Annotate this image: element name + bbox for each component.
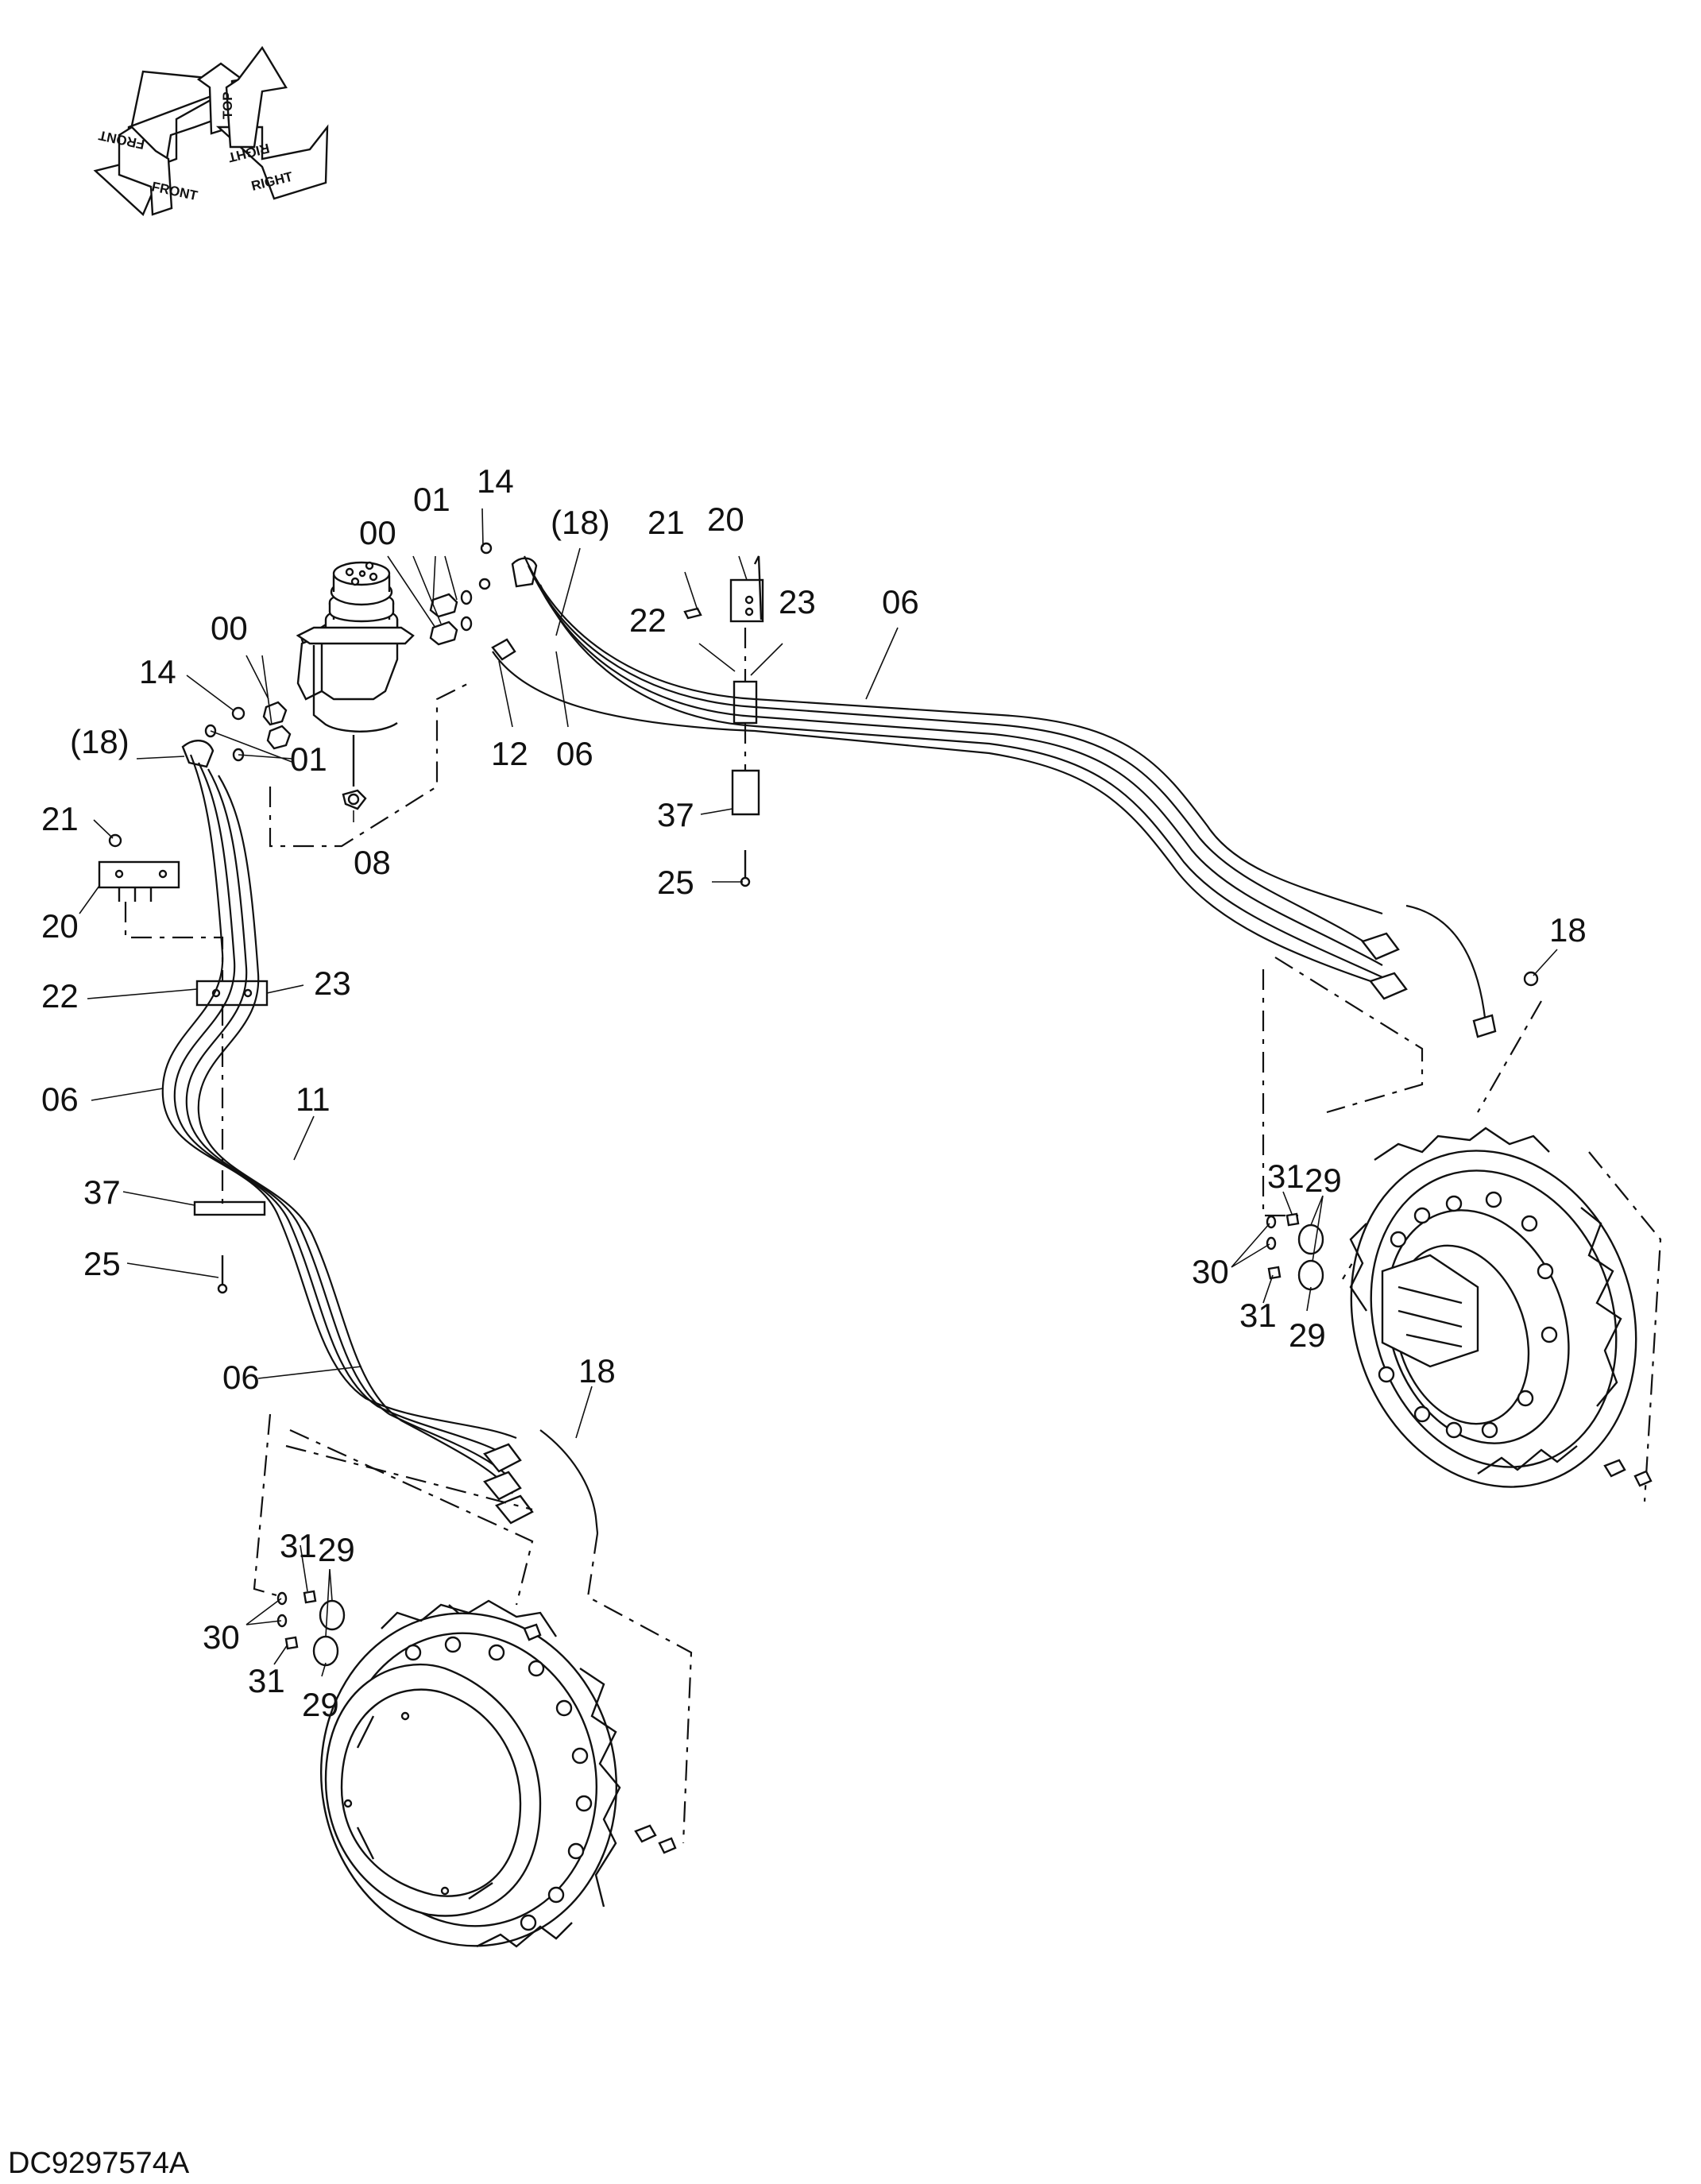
callout-30: 30 — [203, 1618, 240, 1656]
callout-18-ref: (18) — [551, 504, 610, 541]
callout-18-ref: (18) — [70, 723, 130, 760]
callout-25: 25 — [83, 1245, 121, 1282]
callout-labels: 00 01 14 (18) 21 20 23 22 06 12 06 37 25… — [41, 462, 1587, 1723]
callout-29: 29 — [1289, 1316, 1326, 1354]
callout-25: 25 — [657, 864, 694, 901]
callout-29: 29 — [318, 1531, 355, 1568]
callout-20: 20 — [41, 907, 79, 945]
right-hose-ends — [1361, 932, 1539, 1038]
fittings-upper — [429, 542, 538, 661]
callout-14: 14 — [477, 462, 514, 500]
right-travel-motor — [1266, 1127, 1653, 1488]
callout-18: 18 — [578, 1352, 616, 1390]
callout-00: 00 — [359, 514, 396, 551]
callout-06: 06 — [882, 583, 919, 620]
callout-01: 01 — [290, 740, 327, 778]
callout-06: 06 — [556, 735, 593, 772]
callout-21: 21 — [41, 800, 79, 837]
callout-leaders — [79, 508, 1558, 1677]
callout-06: 06 — [41, 1080, 79, 1118]
compass-top-mirror: TOP — [220, 91, 235, 119]
callout-06: 06 — [222, 1359, 260, 1396]
callout-01: 01 — [413, 481, 450, 518]
upper-clamp-bracket — [683, 555, 764, 887]
drawing-reference-number: DC9297574A — [8, 2147, 190, 2180]
callout-00: 00 — [211, 609, 248, 647]
callout-31: 31 — [248, 1662, 285, 1699]
callout-20: 20 — [707, 501, 744, 538]
callout-37: 37 — [657, 796, 694, 833]
callout-22: 22 — [629, 601, 667, 639]
callout-12: 12 — [491, 735, 528, 772]
callout-29: 29 — [302, 1686, 339, 1723]
callout-23: 23 — [779, 583, 816, 620]
callout-11: 11 — [296, 1080, 331, 1118]
left-travel-motor — [276, 1590, 677, 1948]
callout-31: 31 — [280, 1527, 317, 1564]
hose-bundle-lower — [161, 754, 599, 1534]
hose-bundle-upper — [492, 555, 1487, 1026]
callout-18: 18 — [1549, 911, 1587, 949]
callout-29: 29 — [1305, 1162, 1342, 1199]
callout-22: 22 — [41, 977, 79, 1015]
callout-08: 08 — [354, 844, 391, 881]
callout-30: 30 — [1192, 1253, 1229, 1290]
callout-14: 14 — [139, 653, 176, 690]
callout-31: 31 — [1267, 1158, 1305, 1195]
callout-23: 23 — [314, 964, 351, 1002]
center-joint-assembly — [296, 561, 415, 810]
orientation-compass: FRONT FRONT TOP RIGHT RIGHT — [93, 45, 329, 217]
callout-21: 21 — [648, 504, 685, 541]
callout-31: 31 — [1239, 1297, 1277, 1334]
callout-37: 37 — [83, 1173, 121, 1211]
